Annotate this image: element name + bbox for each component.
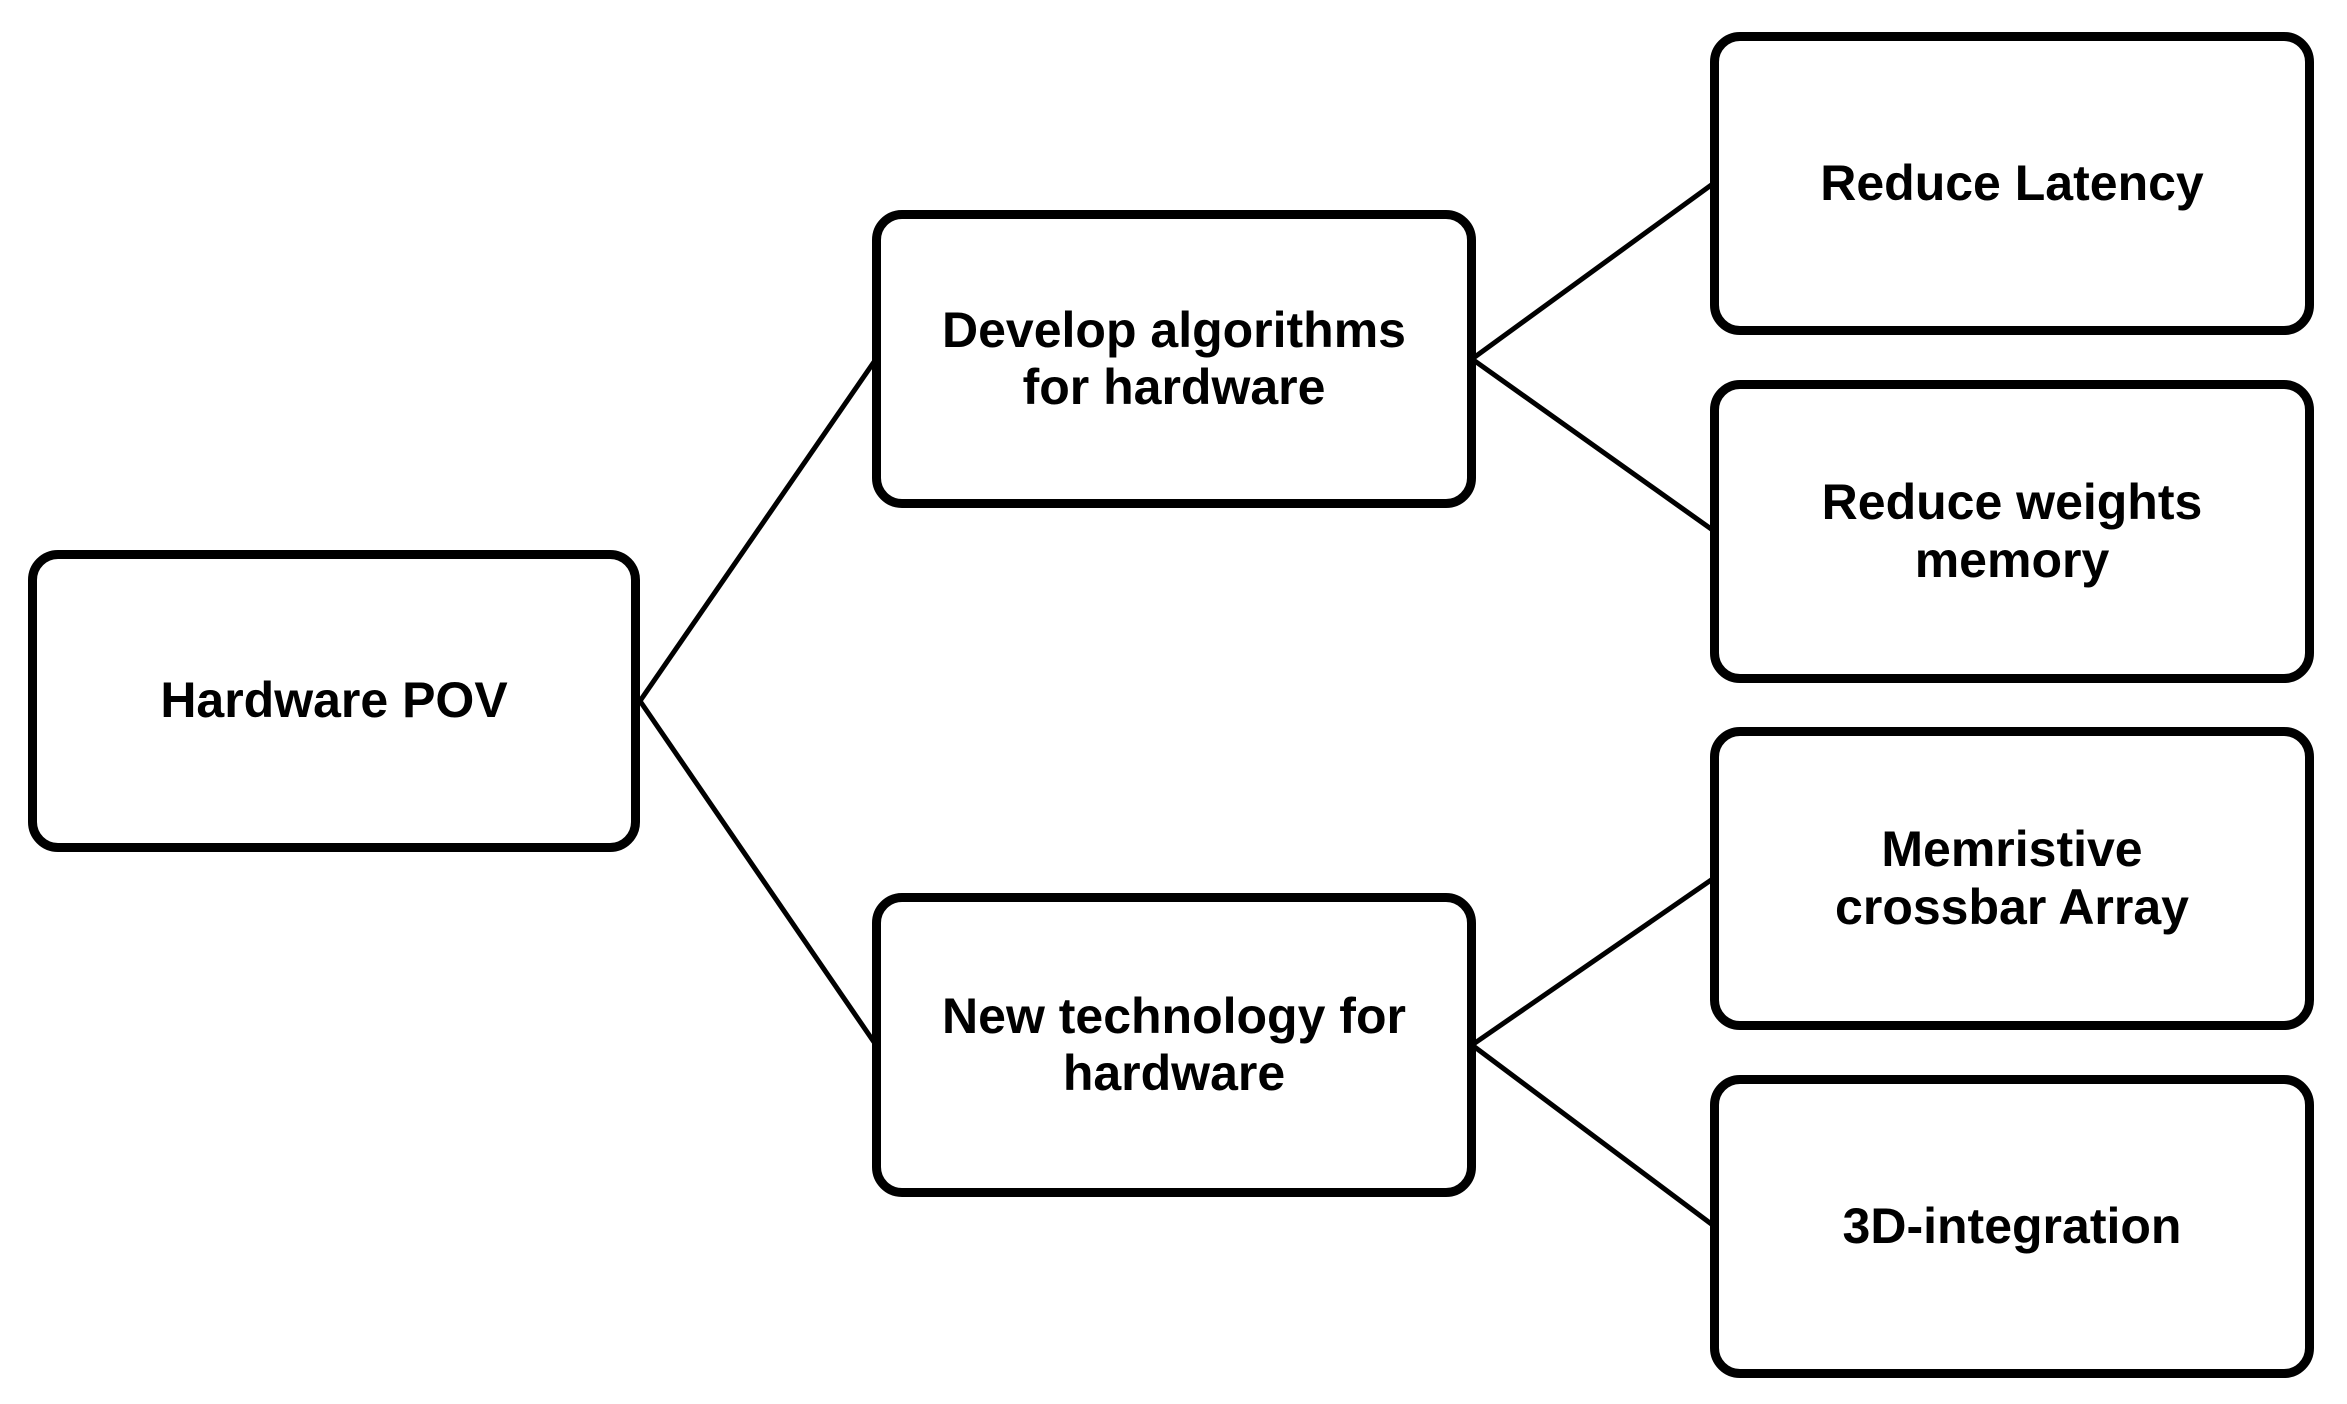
edge-develop-algorithms-to-reduce-weights — [1470, 356, 1716, 534]
node-3d-integration: 3D-integration — [1710, 1075, 2314, 1378]
node-reduce-latency: Reduce Latency — [1710, 32, 2314, 335]
node-reduce-weights-memory-label: Reduce weights memory — [1821, 474, 2203, 588]
edge-new-technology-to-memristive — [1470, 875, 1716, 1048]
edge-root-to-new-technology — [637, 699, 879, 1047]
node-memristive-crossbar-array: Memristive crossbar Array — [1710, 727, 2314, 1030]
node-hardware-pov-label: Hardware POV — [160, 672, 508, 729]
node-develop-algorithms: Develop algorithms for hardware — [872, 210, 1476, 508]
node-new-technology-label: New technology for hardware — [942, 987, 1406, 1102]
node-reduce-latency-label: Reduce Latency — [1820, 154, 2204, 211]
node-reduce-weights-memory: Reduce weights memory — [1710, 380, 2314, 683]
node-develop-algorithms-label: Develop algorithms for hardware — [942, 301, 1406, 416]
edge-root-to-develop-algorithms — [637, 357, 879, 703]
node-hardware-pov: Hardware POV — [28, 550, 640, 852]
node-3d-integration-label: 3D-integration — [1842, 1197, 2182, 1254]
node-memristive-crossbar-array-label: Memristive crossbar Array — [1835, 821, 2189, 935]
edge-new-technology-to-3d-integration — [1470, 1042, 1716, 1229]
edge-develop-algorithms-to-reduce-latency — [1470, 180, 1716, 362]
node-new-technology: New technology for hardware — [872, 893, 1476, 1197]
